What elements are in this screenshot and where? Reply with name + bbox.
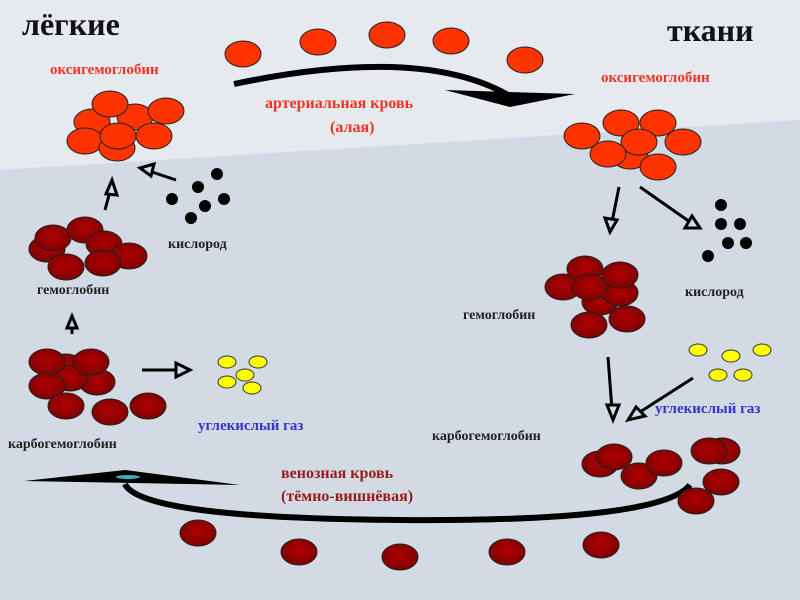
oxygen-molecules-left — [166, 168, 230, 224]
co2-molecules-left — [217, 355, 268, 395]
lungs-title: лёгкие — [22, 6, 120, 42]
tissues-title: ткани — [667, 12, 754, 48]
oxygen-left-label: кислород — [168, 237, 227, 252]
venous-flow-arrow — [122, 482, 693, 524]
oxygen-right-label: кислород — [685, 285, 744, 300]
oxyhemoglobin-left-label: оксигемоглобин — [50, 62, 159, 78]
arrow-head — [103, 175, 120, 197]
co2-molecules-right — [688, 343, 772, 382]
hemoglobin-right-cluster — [544, 255, 646, 339]
arrow-to-hemo-right — [610, 186, 621, 223]
arrow-to-carbo-right — [606, 356, 614, 411]
arterial-cells — [224, 21, 544, 74]
arterial-blood-label: артериальная кровь — [265, 95, 414, 112]
arterial-blood-sublabel: (алая) — [330, 119, 375, 136]
venous-cells — [179, 519, 620, 571]
arterial-flow-arrow — [233, 63, 510, 98]
carbohemoglobin-right-cluster — [581, 437, 741, 515]
oxyhemoglobin-left-cluster — [66, 90, 185, 162]
hemoglobin-right-label: гемоглобин — [463, 308, 536, 323]
carbohemoglobin-right-label: карбогемоглобин — [432, 429, 541, 444]
arrow-highlight — [116, 475, 140, 479]
arterial-arrowhead — [445, 90, 575, 107]
co2-left-label: углекислый газ — [198, 418, 304, 434]
venous-blood-label: венозная кровь — [281, 465, 394, 482]
co2-right-label: углекислый газ — [655, 401, 761, 417]
carbohemoglobin-left-label: карбогемоглобин — [8, 437, 117, 452]
carbohemoglobin-left-cluster — [28, 348, 167, 426]
oxyhemoglobin-right-cluster — [563, 109, 702, 181]
hemoglobin-left-label: гемоглобин — [37, 283, 110, 298]
venous-blood-sublabel: (тёмно-вишнёвая) — [281, 488, 414, 505]
oxyhemoglobin-right-label: оксигемоглобин — [601, 70, 710, 86]
hemoglobin-left-cluster — [28, 216, 148, 281]
small-arrows — [64, 161, 703, 425]
oxygen-molecules-right — [702, 199, 752, 262]
arrow-co2-in — [639, 376, 694, 414]
arrow-oxygen-out — [639, 185, 691, 224]
